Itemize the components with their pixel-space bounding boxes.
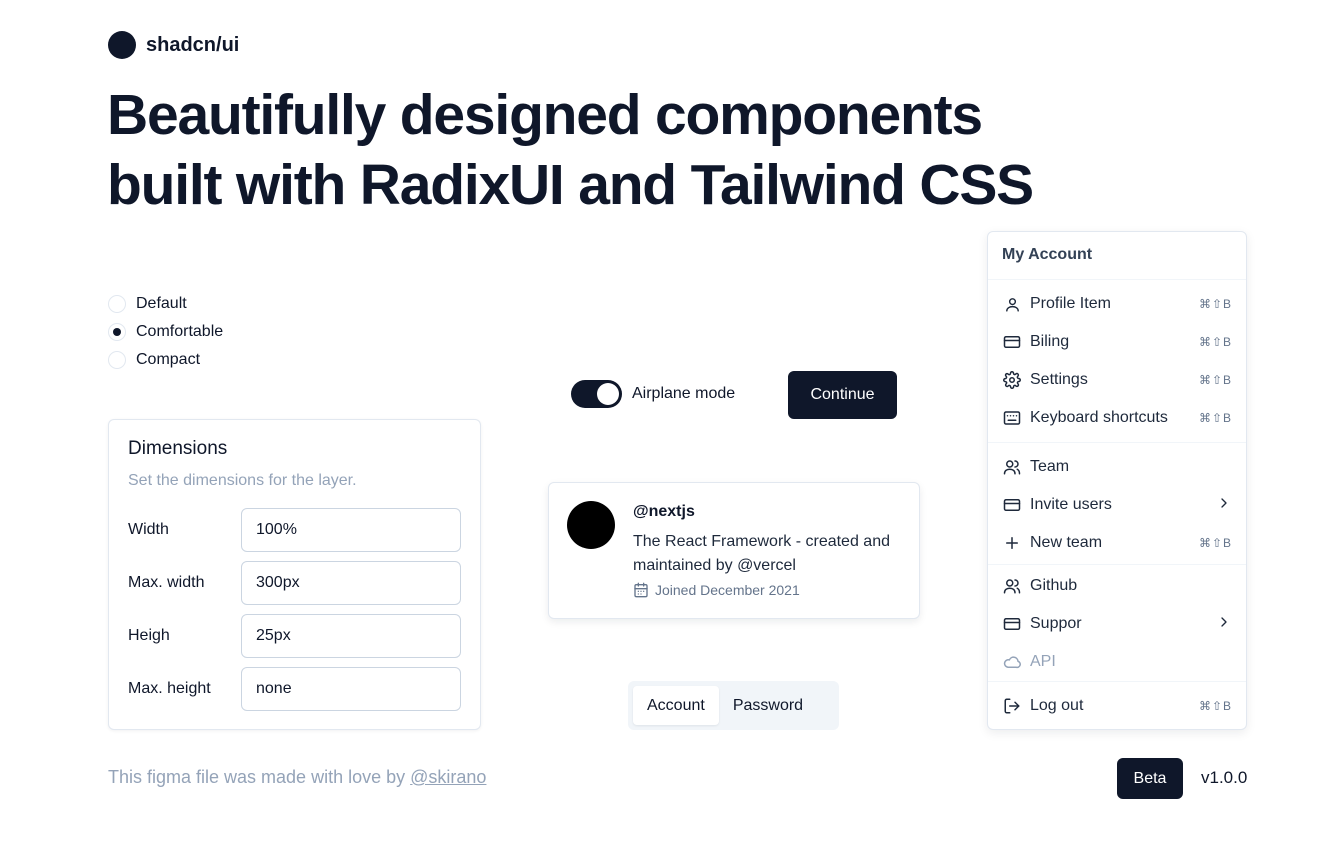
radio-option-comfortable[interactable]: Comfortable (108, 318, 223, 346)
max-width-row: Max. width (128, 561, 461, 605)
credit-card-icon (1002, 614, 1022, 634)
menu-item-label: Settings (1030, 371, 1088, 388)
menu-item-shortcut: ⌘⇧B (1198, 699, 1232, 713)
credit-card-icon (1002, 332, 1022, 352)
menu-item-team[interactable]: Team (996, 450, 1238, 484)
field-label: Width (128, 521, 169, 538)
plus-icon (1002, 533, 1022, 553)
gear-icon (1002, 370, 1022, 390)
max-height-input[interactable] (241, 667, 461, 711)
users-icon (1002, 576, 1022, 596)
menu-item-new-team[interactable]: New team ⌘⇧B (996, 526, 1238, 560)
menu-item-billing[interactable]: Biling ⌘⇧B (996, 325, 1238, 359)
radio-group: Default Comfortable Compact (108, 290, 223, 374)
field-label: Heigh (128, 627, 170, 644)
dimensions-card: Dimensions Set the dimensions for the la… (108, 419, 481, 730)
menu-item-shortcut: ⌘⇧B (1198, 335, 1232, 349)
menu-separator (988, 279, 1246, 280)
brand: shadcn/ui (108, 31, 239, 59)
headline-line-1: Beautifully designed components (107, 83, 983, 147)
menu-item-label: API (1030, 653, 1056, 670)
menu-item-shortcut: ⌘⇧B (1198, 373, 1232, 387)
height-row: Heigh (128, 614, 461, 658)
menu-item-label: Suppor (1030, 615, 1082, 632)
airplane-mode-switch-row: Airplane mode (571, 380, 735, 408)
chevron-right-icon (1216, 495, 1232, 516)
menu-item-github[interactable]: Github (996, 569, 1238, 603)
menu-item-keyboard-shortcuts[interactable]: Keyboard shortcuts ⌘⇧B (996, 401, 1238, 435)
avatar (567, 501, 615, 549)
menu-item-profile[interactable]: Profile Item ⌘⇧B (996, 287, 1238, 321)
menu-item-shortcut: ⌘⇧B (1198, 411, 1232, 425)
tab-account[interactable]: Account (633, 686, 719, 725)
joined-date: Joined December 2021 (655, 582, 800, 598)
profile-bio: The React Framework - created and mainta… (633, 533, 890, 574)
profile-handle: @nextjs (633, 503, 695, 520)
version-label: v1.0.0 (1201, 768, 1248, 787)
menu-separator (988, 442, 1246, 443)
menu-item-label: Github (1030, 577, 1078, 594)
menu-item-label: Log out (1030, 697, 1084, 714)
menu-item-label: Team (1030, 458, 1070, 475)
card-description: Set the dimensions for the layer. (128, 472, 357, 489)
calendar-icon (634, 582, 648, 598)
author-link[interactable]: @skirano (410, 767, 487, 787)
tab-password[interactable]: Password (732, 696, 804, 714)
card-title: Dimensions (128, 438, 228, 459)
beta-badge: Beta (1117, 758, 1183, 799)
switch-thumb (597, 383, 619, 405)
radio-label: Comfortable (136, 323, 224, 340)
menu-item-label: New team (1030, 534, 1103, 551)
chevron-right-icon (1216, 614, 1232, 635)
radio-button[interactable] (108, 295, 126, 313)
radio-option-compact[interactable]: Compact (108, 346, 223, 374)
radio-option-default[interactable]: Default (108, 290, 223, 318)
logo-icon (108, 31, 136, 59)
user-icon (1002, 294, 1022, 314)
headline-line-2: built with RadixUI and Tailwind CSS (107, 153, 1034, 217)
max-width-input[interactable] (241, 561, 461, 605)
page-headline: Beautifully designed components built wi… (107, 80, 1107, 220)
profile-hover-card: @nextjs The React Framework - created an… (548, 482, 920, 619)
radio-label: Compact (136, 351, 201, 368)
keyboard-icon (1002, 408, 1022, 428)
log-out-icon (1002, 696, 1022, 716)
field-label: Max. width (128, 574, 205, 591)
height-input[interactable] (241, 614, 461, 658)
switch-label: Airplane mode (632, 385, 736, 402)
menu-item-shortcut: ⌘⇧B (1198, 536, 1232, 550)
field-label: Max. height (128, 680, 211, 697)
cloud-icon (1002, 652, 1022, 672)
menu-item-invite-users[interactable]: Invite users (996, 488, 1238, 522)
max-height-row: Max. height (128, 667, 461, 711)
joined-info: Joined December 2021 (633, 582, 800, 598)
width-input[interactable] (241, 508, 461, 552)
footer-text: This figma file was made with love by (108, 767, 411, 787)
users-icon (1002, 457, 1022, 477)
menu-item-api: API (996, 645, 1238, 679)
menu-item-log-out[interactable]: Log out ⌘⇧B (996, 689, 1238, 723)
menu-separator (988, 564, 1246, 565)
menu-separator (988, 681, 1246, 682)
menu-item-label: Profile Item (1030, 295, 1111, 312)
radio-label: Default (136, 295, 187, 312)
menu-item-label: Invite users (1030, 496, 1112, 513)
radio-button-checked[interactable] (108, 323, 126, 341)
menu-item-settings[interactable]: Settings ⌘⇧B (996, 363, 1238, 397)
continue-button[interactable]: Continue (788, 371, 897, 419)
width-row: Width (128, 508, 461, 552)
menu-item-support[interactable]: Suppor (996, 607, 1238, 641)
radio-button[interactable] (108, 351, 126, 369)
menu-label: My Account (1002, 246, 1093, 263)
brand-name: shadcn/ui (146, 33, 240, 56)
menu-item-shortcut: ⌘⇧B (1198, 297, 1232, 311)
footer-note: This figma file was made with love by @s… (108, 767, 486, 788)
airplane-mode-switch[interactable] (571, 380, 622, 408)
tabs-list: Account Password (628, 681, 839, 730)
credit-card-icon (1002, 495, 1022, 515)
account-dropdown-menu: My Account Profile Item ⌘⇧B Biling ⌘⇧B S… (987, 231, 1247, 730)
menu-item-label: Biling (1030, 333, 1070, 350)
menu-item-label: Keyboard shortcuts (1030, 409, 1168, 426)
